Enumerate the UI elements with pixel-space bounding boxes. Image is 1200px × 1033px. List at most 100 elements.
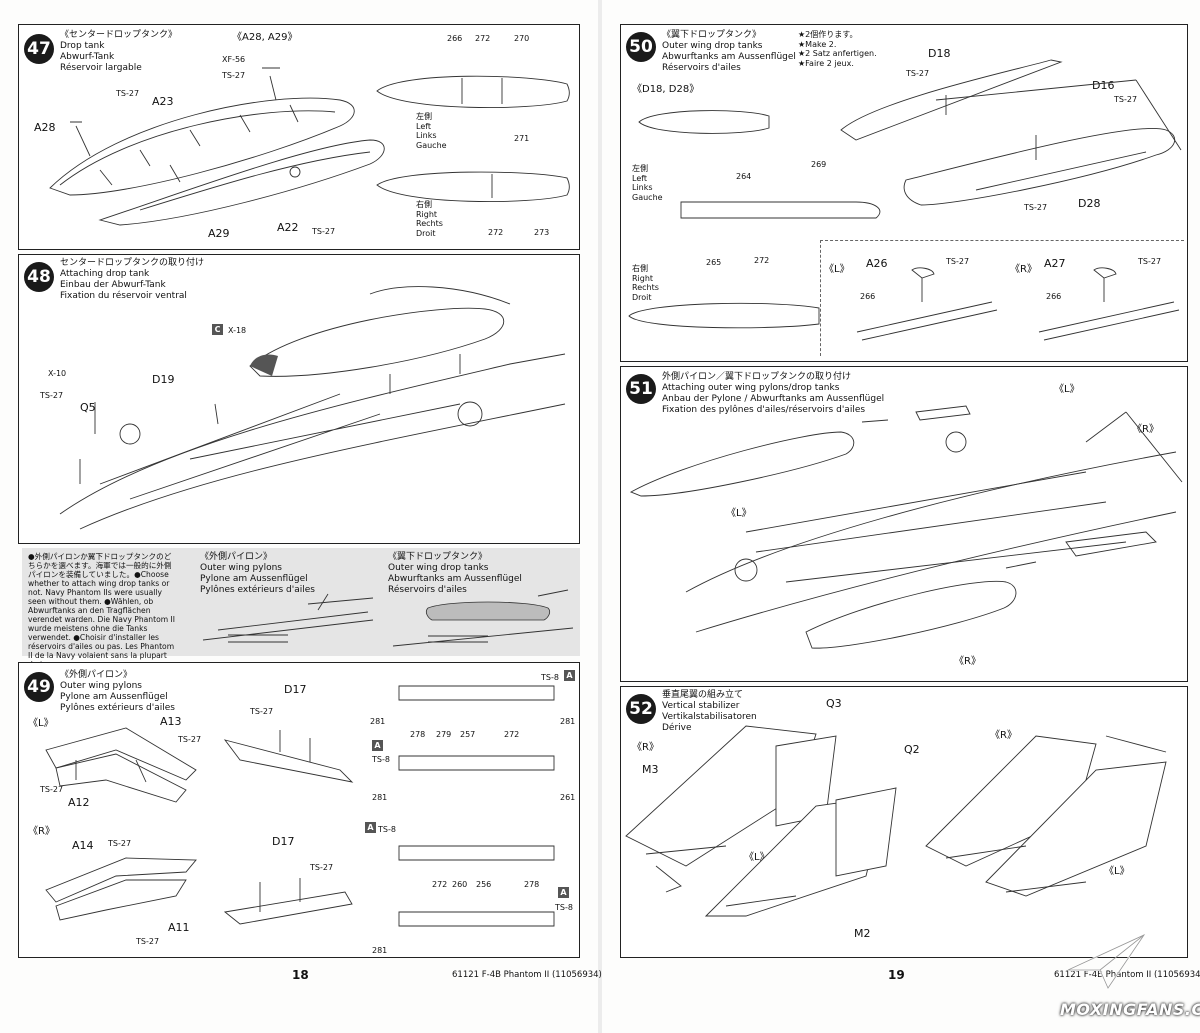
step-50-tank-right-view bbox=[628, 302, 820, 329]
step-50-pylon-detail-r bbox=[1038, 267, 1180, 341]
step-47-left-text: 左側 Left Links Gauche bbox=[416, 112, 447, 150]
step-49-label-ts27-a: TS-27 bbox=[178, 735, 202, 744]
step-47-right-text: 右側 Right Rechts Droit bbox=[416, 200, 443, 238]
step-50-left-en: Left bbox=[632, 173, 648, 183]
option-pylons-sketch bbox=[202, 593, 374, 643]
step-52-label-q2: Q2 bbox=[904, 743, 920, 756]
step-50-right-jp: 右側 bbox=[632, 264, 648, 273]
option-outer-pylons: 《外側パイロン》 Outer wing pylons Pylone am Aus… bbox=[200, 552, 315, 596]
step-49-label-ts8-c: TS-8 bbox=[378, 825, 396, 834]
step-49-label-d17-a: D17 bbox=[284, 683, 307, 696]
step-49-label-ts8-d: TS-8 bbox=[555, 903, 573, 912]
step-49-label-a11: A11 bbox=[168, 921, 190, 934]
step-48-title-en: Attaching drop tank bbox=[60, 269, 150, 279]
step-48-title: センタードロップタンクの取り付け Attaching drop tank Ein… bbox=[60, 258, 204, 302]
step-47-title: 《センタードロップタンク》 Drop tank Abwurf-Tank Rése… bbox=[60, 30, 177, 74]
step-47-decal-273: 273 bbox=[534, 228, 550, 237]
step-50-label-d28: D28 bbox=[1078, 197, 1101, 210]
step-49-title: 《外側パイロン》 Outer wing pylons Pylone am Aus… bbox=[60, 670, 175, 714]
step-49-left-mark: 《L》 bbox=[28, 718, 54, 729]
step-49-flag-a-2: A bbox=[372, 740, 383, 751]
step-47-title-de: Abwurf-Tank bbox=[60, 52, 115, 62]
option1-de: Pylone am Aussenflügel bbox=[200, 574, 308, 584]
step-48-label-x10: X-10 bbox=[48, 369, 67, 378]
option-tanks-sketch bbox=[392, 589, 574, 647]
step-47-left-jp: 左側 bbox=[416, 112, 432, 121]
step-47-label-a28: A28 bbox=[34, 121, 56, 134]
step-49-decal-261: 261 bbox=[560, 793, 576, 802]
step-50-left-text: 左側 Left Links Gauche bbox=[632, 164, 663, 202]
step-49-decal-272: 272 bbox=[504, 730, 520, 739]
step-52-L-mark-b: 《L》 bbox=[1104, 866, 1130, 877]
step-49-label-a12: A12 bbox=[68, 796, 90, 809]
step-50-decal-269: 269 bbox=[811, 160, 827, 169]
step-50-left-fr: Gauche bbox=[632, 192, 663, 202]
step-49-flag-a-3: A bbox=[365, 822, 376, 833]
step-51-title: 外側パイロン／翼下ドロップタンクの取り付け Attaching outer wi… bbox=[662, 372, 884, 416]
option-note-text: ●外側パイロンか翼下ドロップタンクのどちらかを選べます。海軍では一般的に外側パイ… bbox=[28, 552, 176, 669]
step-48-title-fr: Fixation du réservoir ventral bbox=[60, 291, 187, 301]
step-48-drawing bbox=[59, 286, 566, 530]
step-48-label-x18: X-18 bbox=[228, 326, 247, 335]
step-50-title: 《翼下ドロップタンク》 Outer wing drop tanks Abwurf… bbox=[662, 30, 796, 74]
step-50-label-d18: D18 bbox=[928, 47, 951, 60]
option2-en: Outer wing drop tanks bbox=[388, 563, 489, 573]
step-49-decal-257: 257 bbox=[460, 730, 476, 739]
step-50-label-ts27-e: TS-27 bbox=[1138, 257, 1162, 266]
step-50-label-a26: A26 bbox=[866, 257, 888, 270]
step-49-decal-278-b: 278 bbox=[524, 880, 540, 889]
step-47-decal-270: 270 bbox=[514, 34, 530, 43]
step-51-L-top: 《L》 bbox=[1054, 384, 1080, 395]
step-50-decal-272: 272 bbox=[754, 256, 770, 265]
step-49-left-pylon-drawing bbox=[45, 727, 197, 803]
step-51-badge: 51 bbox=[626, 374, 656, 404]
left-page-footer: 61121 F-4B Phantom II (11056934) bbox=[452, 970, 602, 980]
step-47-decal-272-b: 272 bbox=[488, 228, 504, 237]
step-47-right-fr: Droit bbox=[416, 228, 436, 238]
step-49-title-en: Outer wing pylons bbox=[60, 681, 142, 691]
step-52-title-fr: Dérive bbox=[662, 723, 692, 733]
step-51-drawing bbox=[629, 405, 1183, 649]
step-49-label-ts8-a: TS-8 bbox=[541, 673, 559, 682]
step-48-label-ts27: TS-27 bbox=[40, 391, 64, 400]
step-50-tank-exploded bbox=[840, 59, 1182, 206]
step-48-label-d19: D19 bbox=[152, 373, 175, 386]
step-48-title-de: Einbau der Abwurf-Tank bbox=[60, 280, 166, 290]
step-49-pylon-assembly-b bbox=[223, 878, 353, 925]
step-49-pylon-top-view bbox=[398, 685, 555, 771]
step-49-label-d17-b: D17 bbox=[272, 835, 295, 848]
step-49-label-ts8-b: TS-8 bbox=[372, 755, 390, 764]
step-49-decal-256: 256 bbox=[476, 880, 492, 889]
step-52-R-mark-b: 《R》 bbox=[990, 730, 1017, 741]
step-47-decal-266: 266 bbox=[447, 34, 463, 43]
step-49-decal-260: 260 bbox=[452, 880, 468, 889]
option2-fr: Réservoirs d'ailes bbox=[388, 585, 467, 595]
step-47-decal-272-a: 272 bbox=[475, 34, 491, 43]
step-50-title-fr: Réservoirs d'ailes bbox=[662, 63, 741, 73]
step-50-right-de: Rechts bbox=[632, 283, 659, 292]
step-50-decal-264: 264 bbox=[736, 172, 752, 181]
step-50-pylon-detail-l bbox=[856, 267, 998, 341]
step-47-tank-right-view bbox=[376, 171, 570, 203]
step-48-flag-c: C bbox=[212, 324, 223, 335]
step-50-make-de: ★2 Satz anfertigen. bbox=[798, 49, 877, 58]
step-47-label-a22: A22 bbox=[277, 221, 299, 234]
step-51-R-tank: 《R》 bbox=[954, 656, 981, 667]
step-52-R-mark-a: 《R》 bbox=[632, 742, 659, 753]
step-49-title-de: Pylone am Aussenflügel bbox=[60, 692, 168, 702]
step-48-badge: 48 bbox=[24, 262, 54, 292]
option1-en: Outer wing pylons bbox=[200, 563, 282, 573]
watermark: MOXINGFANS.COM bbox=[1060, 1000, 1200, 1019]
step-49-badge: 49 bbox=[24, 672, 54, 702]
step-49-flag-a-4: A bbox=[558, 887, 569, 898]
step-47-title-en: Drop tank bbox=[60, 41, 105, 51]
step-50-make-fr: ★Faire 2 jeux. bbox=[798, 58, 854, 68]
step-49-pylon-bottom-view bbox=[398, 845, 555, 927]
step-51-R-top: 《R》 bbox=[1132, 424, 1159, 435]
step-50-right-en: Right bbox=[632, 273, 654, 283]
step-50-label-ts27-c: TS-27 bbox=[1024, 203, 1048, 212]
right-page-number: 19 bbox=[888, 968, 905, 982]
step-47-label-a29: A29 bbox=[208, 227, 230, 240]
step-50-tank-top-view bbox=[638, 110, 770, 134]
step-49-decal-272-b: 272 bbox=[432, 880, 448, 889]
